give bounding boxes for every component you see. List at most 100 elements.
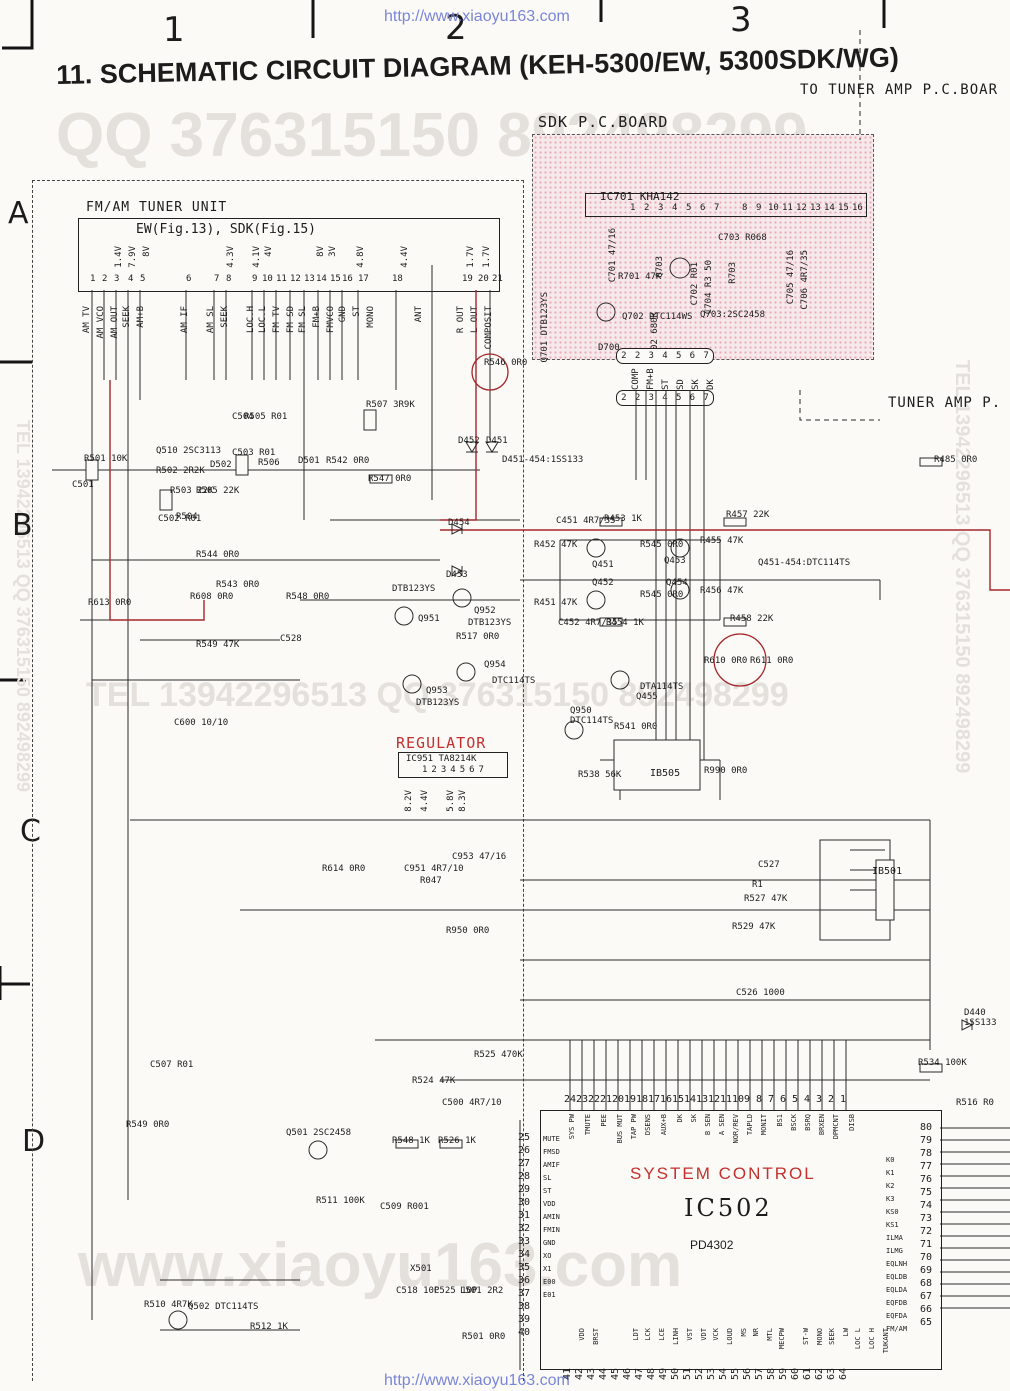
- ic502-left-pin: 28: [518, 1171, 531, 1182]
- component-label: R526 1K: [438, 1136, 476, 1146]
- component-label: R504: [176, 512, 198, 522]
- ic701-pin: 14: [824, 203, 835, 213]
- component-label: R501 10K: [84, 454, 128, 464]
- ic502-left-pin: 37: [518, 1288, 531, 1299]
- component-label: C452 4R7/35: [558, 618, 618, 628]
- ic502-right-pin: 74: [920, 1200, 933, 1211]
- ic502-top-names: SYS PW TMUTE PEE BUS MUT TAP PW DSENS AU…: [568, 1114, 868, 1156]
- ic502-bottom-name: TUKANT: [882, 1328, 890, 1354]
- ic502-right-name: EQLNH: [886, 1260, 908, 1268]
- ic502-left-pin: 30: [518, 1197, 531, 1208]
- sdk-part-q702: Q702 DTC114WS: [622, 312, 693, 322]
- component-label: Q954: [484, 660, 506, 670]
- ic502-top-pin: 9: [744, 1094, 751, 1105]
- watermark-side-right: TEL 13942296513 QQ 376315150 892498299: [951, 360, 973, 774]
- ib505-label: IB505: [650, 768, 681, 779]
- component-label: Q455: [636, 692, 658, 702]
- tuner-pin: 7: [214, 274, 220, 284]
- ic502-top-name: DK: [676, 1114, 684, 1123]
- ic502-left-pin: 34: [518, 1249, 531, 1260]
- regulator-pin: 3: [440, 765, 447, 775]
- url-top[interactable]: http://www.xiaoyu163.com: [384, 8, 570, 25]
- component-label: R485 0R0: [934, 455, 978, 465]
- ic502-top-pin: 15: [672, 1094, 685, 1105]
- regulator-voltage: 8.3V: [458, 790, 468, 812]
- lower-connector-pin: 4: [662, 393, 668, 403]
- ic701-box: [585, 193, 867, 217]
- sdk-connector-pin: 2: [634, 351, 641, 361]
- component-label: R453 1K: [604, 514, 642, 524]
- ic502-bottom-pin: 48: [646, 1368, 657, 1381]
- tuner-pin: 8: [226, 274, 232, 284]
- ic502-right-pin: 77: [920, 1161, 933, 1172]
- ic502-top-pin: 3: [816, 1094, 823, 1105]
- component-label: R610 0R0: [704, 656, 748, 666]
- ic502-bottom-name: LCE: [658, 1328, 666, 1341]
- component-label: D454: [448, 518, 470, 528]
- component-label: R548 0R0: [286, 592, 330, 602]
- ic502-left-name: ST: [543, 1187, 552, 1195]
- ic502-right-name: EQLDB: [886, 1273, 908, 1281]
- ic502-bottom-name: MONO: [816, 1328, 824, 1345]
- ic502-right-name: ILMA: [886, 1234, 903, 1242]
- tuner-pin: 12: [290, 274, 301, 284]
- ic502-top-pin: 16: [660, 1094, 673, 1105]
- component-label: R517 0R0: [456, 632, 500, 642]
- ic502-top-name: B SEN: [704, 1114, 712, 1136]
- component-label: R549 47K: [196, 640, 240, 650]
- ic502-bottom-name: SEEK: [828, 1328, 836, 1345]
- component-label: D440 1SS133: [964, 1008, 997, 1028]
- lower-connector-pin: 3: [648, 393, 654, 403]
- component-label: R452 47K: [534, 540, 578, 550]
- ic502-top-name: MONIT: [760, 1114, 768, 1136]
- component-label: R505 R01: [244, 412, 288, 422]
- component-label: D453: [446, 570, 468, 580]
- component-label: Q451-454:DTC114TS: [758, 558, 851, 568]
- component-label: C502 R01: [158, 514, 202, 524]
- ic502-bottom-pin: 50: [670, 1368, 681, 1381]
- component-label: R455 47K: [700, 536, 744, 546]
- sdk-board-label: SDK P.C.BOARD: [538, 113, 669, 131]
- sdk-connector: 2 2 3 4 5 6 7: [616, 348, 714, 364]
- ic502-bottom-pins: 41 42 43 44 45 46 47 48 49 50 51 52 53 5…: [562, 1368, 892, 1390]
- tuner-pin: 16: [342, 274, 353, 284]
- ic502-right-names: K0 K1 K2 K3 KS0 KS1 ILMA ILMG EQLNH EQLD…: [886, 1156, 920, 1338]
- ic502-top-pin: 17: [648, 1094, 661, 1105]
- ic502-top-name: DSENS: [644, 1114, 652, 1136]
- ic701-pin: 12: [796, 203, 807, 213]
- component-label: R502 2R2K: [156, 466, 205, 476]
- regulator-voltage: 8.2V: [404, 790, 414, 812]
- component-label: C504: [232, 412, 254, 422]
- tuner-unit-box: [78, 218, 500, 292]
- ic502-bottom-pin: 58: [766, 1368, 777, 1381]
- component-label: D451-454:1SS133: [502, 455, 584, 465]
- tuner-amp-label: TUNER AMP P.: [888, 395, 1002, 411]
- ic502-right-pin: 67: [920, 1291, 933, 1302]
- ic502-bottom-name: LINH: [672, 1328, 680, 1345]
- component-label: R614 0R0: [322, 864, 366, 874]
- ic502-top-name: BS1: [776, 1114, 784, 1127]
- component-label: C451 4R7/35: [556, 516, 616, 526]
- ic502-top-pin: 10: [732, 1094, 745, 1105]
- ic502-left-name: E01: [543, 1291, 556, 1299]
- regulator-box: [398, 752, 508, 778]
- ic502-left-name: X1: [543, 1265, 552, 1273]
- component-label: R512 1K: [250, 1322, 288, 1332]
- ic502-bottom-pin: 59: [778, 1368, 789, 1381]
- tuner-pin: 6: [186, 274, 192, 284]
- ic502-top-name: TAP PW: [630, 1114, 638, 1140]
- ic502-bottom-pin: 60: [790, 1368, 801, 1381]
- ic502-bottom-name: VST: [686, 1328, 694, 1341]
- ic502-top-pin: 21: [600, 1094, 613, 1105]
- ic502-top-pin: 24: [564, 1094, 577, 1105]
- component-label: R545 0R0: [640, 540, 684, 550]
- column-number-3: 3: [730, 0, 752, 40]
- ic502-bottom-pin: 46: [622, 1368, 633, 1381]
- ic502-left-pins: 25 26 27 28 29 30 31 32 33 34 35 36 37 3…: [518, 1132, 540, 1340]
- component-label: C600 10/10: [174, 718, 229, 728]
- ic502-left-name: E00: [543, 1278, 556, 1286]
- component-label: DTC114TS: [570, 716, 614, 726]
- ic502-bottom-pin: 51: [682, 1368, 693, 1381]
